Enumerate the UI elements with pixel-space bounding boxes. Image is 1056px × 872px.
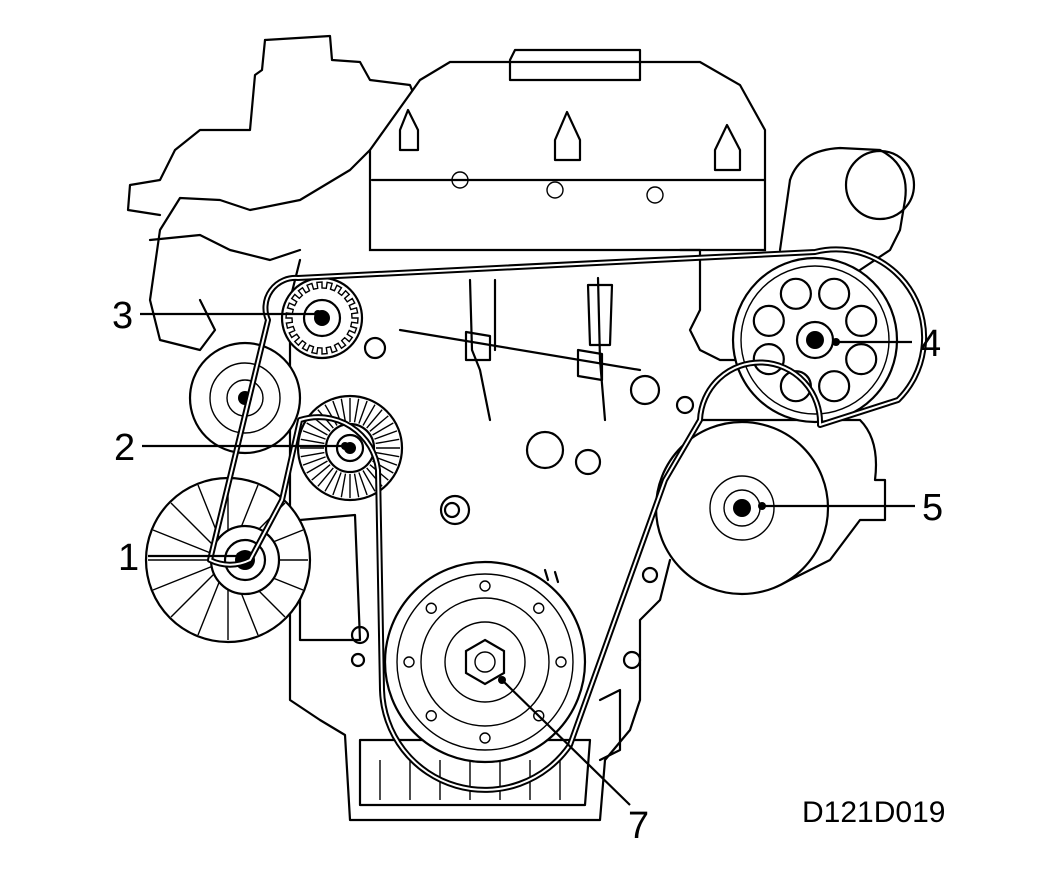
tensioner-rib: [358, 472, 368, 496]
water-pump-hole: [752, 304, 785, 337]
water-pump-pulley: [731, 256, 899, 424]
tensioner-rib: [353, 398, 360, 423]
callout-leaders: [140, 310, 915, 806]
tensioner-rib: [306, 460, 328, 474]
tensioner-rib: [306, 422, 328, 436]
crank-bolt: [555, 656, 567, 668]
gear-teeth: [285, 281, 359, 355]
tensioner-rib: [353, 473, 360, 498]
tensioner-rib: [302, 456, 326, 466]
crank-bolt: [425, 710, 437, 722]
callout-1: 1: [118, 537, 139, 579]
tensioner-rib: [366, 409, 383, 429]
serpentine-belt: [207, 246, 928, 793]
water-pump-hole: [818, 277, 851, 310]
water-pump-hole: [752, 343, 785, 376]
crank-bolt: [425, 602, 437, 614]
callout-7: 7: [628, 805, 649, 847]
tensioner-rib: [375, 451, 400, 458]
water-pump-hole: [779, 277, 812, 310]
tensioner-rib: [332, 472, 342, 496]
tensioner-rib: [362, 470, 376, 492]
water-pump-hole: [818, 370, 851, 403]
tensioner-rib: [300, 438, 325, 445]
tensioner-rib: [317, 467, 334, 487]
figure-code: D121D019: [802, 796, 945, 829]
tensioner-rib: [375, 438, 400, 445]
callout-3: 3: [112, 295, 133, 337]
water-pump-hole: [845, 304, 878, 337]
tensioner-pulley: [296, 394, 404, 502]
power-steering-pump-pulley: [144, 476, 312, 644]
tensioner-rib: [369, 415, 389, 432]
crank-bolt: [479, 580, 491, 592]
geared-idler-pulley: [280, 276, 364, 360]
tensioner-rib: [340, 398, 347, 423]
tensioner-rib: [302, 430, 326, 440]
rear-idler-pulley: [188, 341, 302, 455]
crank-bolt: [533, 602, 545, 614]
callout-2: 2: [114, 427, 135, 469]
crank-bolt: [479, 732, 491, 744]
crank-bolt: [533, 710, 545, 722]
tensioner-rib: [372, 422, 394, 436]
tensioner-rib: [358, 400, 368, 424]
engine-outline: [126, 34, 916, 822]
tensioner-rib: [311, 464, 331, 481]
water-pump-hole: [845, 343, 878, 376]
tensioner-rib: [300, 451, 325, 458]
tensioner-rib: [362, 404, 376, 426]
callout-5: 5: [922, 487, 943, 529]
tensioner-rib: [340, 473, 347, 498]
callout-4: 4: [920, 323, 941, 365]
tensioner-rib: [324, 470, 338, 492]
tensioner-rib: [374, 430, 398, 440]
crank-bolt: [403, 656, 415, 668]
